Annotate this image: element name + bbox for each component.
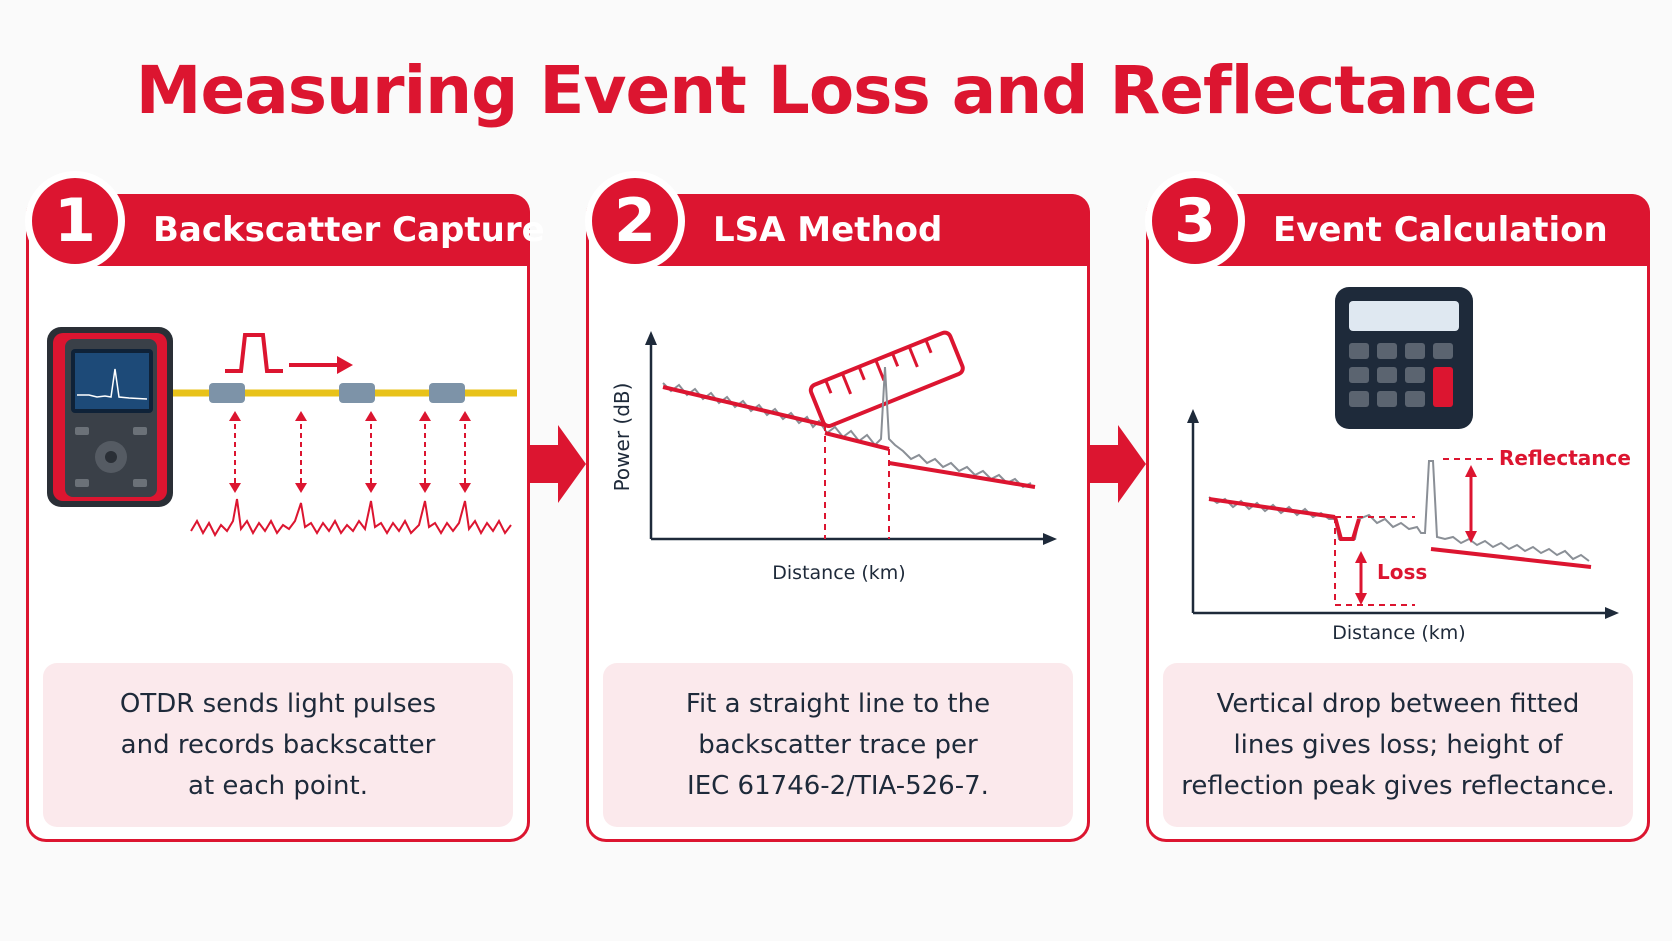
backscatter-markers [234,415,466,489]
description-line: backscatter trace per [698,729,978,760]
description-line: reflection peak gives reflectance. [1181,770,1615,801]
backscatter-capture-illustration [47,327,517,538]
flow-arrow-icon [530,425,586,503]
description-line: Vertical drop between fitted [1216,688,1580,719]
description-line: and records backscatter [120,729,436,760]
backscatter-trace [1208,460,1590,562]
fitted-lines [1208,497,1592,569]
event-markers [824,425,890,539]
light-pulse-icon [225,333,353,374]
step-header: Backscatter Capture [89,194,545,266]
step-description: OTDR sends light pulses and records back… [43,663,513,827]
step-panel-event-calculation: Event Calculation 3 [1145,171,1650,842]
description-line: OTDR sends light pulses [119,688,437,719]
step-number-badge: 2 [585,171,685,271]
y-axis-label: Power (dB) [610,383,634,492]
reflectance-label: Reflectance [1499,446,1631,470]
chart-axes [649,341,1047,541]
x-axis-label: Distance (km) [772,562,905,584]
fiber-cable-icon [173,383,517,403]
step-header: LSA Method [649,194,1090,266]
description-line: at each point. [188,770,368,801]
step-description: Fit a straight line to the backscatter t… [603,663,1073,827]
description-line: IEC 61746-2/TIA-526-7. [687,770,989,801]
lsa-chart: Power (dB) Distance (km) [610,330,1057,584]
otdr-device-icon [47,327,173,507]
event-markers [1334,458,1493,606]
step-header: Event Calculation [1209,194,1650,266]
step-number-badge: 1 [25,171,125,271]
event-calculation-chart: Reflectance Loss Distance (km) [1187,287,1631,644]
ruler-icon [808,330,965,428]
flow-arrow-icon [1090,425,1146,503]
backscatter-trace [662,366,1032,489]
page-title: Measuring Event Loss and Reflectance [135,52,1537,129]
backscatter-trace [190,498,512,538]
step-number-badge: 3 [1145,171,1245,271]
x-axis-label: Distance (km) [1332,622,1465,644]
step-heading: Backscatter Capture [153,210,545,250]
step-panel-backscatter-capture: Backscatter Capture 1 [25,171,545,842]
step-heading: Event Calculation [1273,210,1608,250]
step-description: Vertical drop between fitted lines gives… [1163,663,1633,827]
calculator-icon [1335,287,1473,429]
step-heading: LSA Method [713,210,943,250]
description-line: lines gives loss; height of [1233,729,1563,760]
fitted-lines [662,385,1036,489]
description-line: Fit a straight line to the [685,688,991,719]
chart-axes [1191,419,1609,615]
loss-label: Loss [1377,560,1427,584]
step-panel-lsa-method: LSA Method 2 [585,171,1090,842]
